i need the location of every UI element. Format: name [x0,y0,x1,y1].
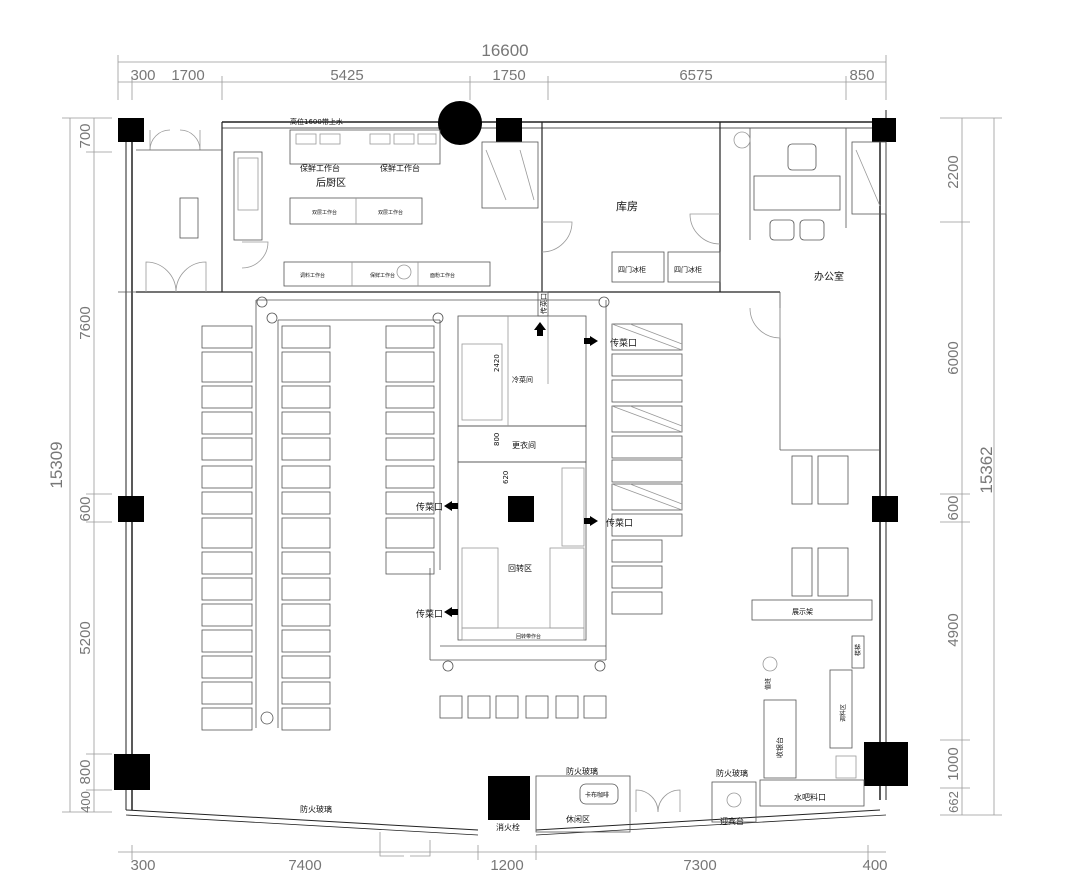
fire-glass-label-2: 防火玻璃 [716,768,748,778]
structural-columns [114,101,908,820]
left-partitions [118,149,222,293]
serve-window-label-2: 传菜口 [610,337,637,349]
column [508,496,534,522]
duty-label: 值班 [764,678,772,690]
prep-table-label-1: 保鲜工作台 [300,163,340,173]
dim-bottom-1: 300 [130,857,155,874]
front-table-1: 调料工作台 [300,272,325,279]
dim-top-6: 850 [849,67,874,84]
entry-doors [145,129,269,293]
round-column [438,101,482,145]
work-table-1: 双层工作台 [312,209,337,216]
bottom-dimension-chain: 300 7400 1200 7300 400 [118,845,888,874]
changing-room-label: 更衣间 [512,440,536,450]
dim-bottom-5: 400 [862,857,887,874]
dim-2420-label: 2420 [493,354,501,372]
serve-windows: 传菜口 传菜口 传菜口 传菜口 传菜口 [416,291,637,620]
cold-dish-room-label: 冷菜间 [512,375,533,384]
reception-desk-label: 迎宾台 [720,816,744,826]
dim-left-2: 7600 [77,306,94,339]
cashier-label: 收银台 [775,737,784,758]
column [118,118,144,142]
dim-right-4: 4900 [945,613,962,646]
storeroom-area: 库房 四门冰柜 四门冰柜 [481,141,721,283]
fire-glass-label-3: 防火玻璃 [300,804,332,814]
fire-hydrant-label: 消火栓 [496,822,520,832]
dim-top-3: 5425 [330,67,363,84]
fire-glass-label-1: 防火玻璃 [566,766,598,776]
top-dimension-chain: 16600 300 1700 5425 1750 6575 850 [117,41,887,100]
serve-window-label-5: 传菜口 [416,608,443,620]
serve-window-label-3: 传菜口 [416,501,443,513]
front-table-3: 面粉工作台 [430,272,455,279]
left-dimension-chain: 15309 700 7600 600 5200 800 400 [47,117,112,813]
column [872,496,898,522]
dim-top-5: 6575 [679,67,712,84]
dim-800-label: 800 [493,433,501,446]
dim-bottom-2: 7400 [288,857,321,874]
work-table-2: 双层工作台 [378,209,403,216]
dim-right-6: 662 [946,791,961,813]
column [496,118,522,142]
column [864,742,908,786]
display-shelf-label: 展示架 [792,608,813,616]
dim-right-3: 600 [945,495,962,520]
office-area: 办公室 [733,128,887,451]
dim-top-2: 1700 [171,67,204,84]
fire-hydrant-block [488,776,530,820]
dim-620-label: 620 [502,471,510,484]
dim-bottom-4: 7300 [683,857,716,874]
turnover-label: 回转带作台 [516,633,541,640]
sauce-area-label: 调料区 [839,704,847,722]
front-table-2: 保鲜工作台 [370,272,395,279]
dim-right-5: 1000 [945,747,962,780]
high-table-note: 高位1600带上水 [290,117,343,126]
dim-left-4: 5200 [77,621,94,654]
bar-area: 展示架 收银台 调料区 楼梯 水吧料口 值班 [751,599,873,807]
storeroom-label: 库房 [616,200,638,213]
dim-right-total: 15362 [977,446,996,493]
office-label: 办公室 [814,270,844,283]
rest-area-label: 休闲区 [566,814,590,824]
dim-left-3: 600 [77,496,94,521]
serve-window-label-1: 传菜口 [539,293,548,314]
dim-right-1: 2200 [945,155,962,188]
central-kitchen: 冷菜间 更衣间 回转区 2420 800 620 回转带作台 [429,300,607,719]
dining-seating-left [201,296,610,731]
dim-left-1: 700 [77,123,94,148]
column [872,118,896,142]
serve-window-label-4: 传菜口 [606,517,633,529]
coffee-label: 卡布咖啡 [585,791,609,799]
column [118,496,144,522]
column [114,754,150,790]
rotation-area-label: 回转区 [508,563,532,573]
dim-top-total: 16600 [481,41,528,60]
dim-top-1: 300 [130,67,155,84]
dining-seating-right [611,323,849,615]
water-bar-label: 水吧料口 [794,792,826,802]
entrance-area: 卡布咖啡 休闲区 防火玻璃 防火玻璃 防火玻璃 消火栓 迎宾台 [300,766,757,857]
fridge-label-1: 四门冰柜 [618,265,646,274]
fridge-label-2: 四门冰柜 [674,265,702,274]
right-dimension-chain: 15362 2200 6000 600 4900 1000 662 [940,117,1002,816]
dim-right-2: 6000 [945,341,962,374]
dim-bottom-3: 1200 [490,857,523,874]
dim-left-6: 400 [78,791,93,813]
stairs-label: 楼梯 [854,644,862,656]
dim-top-4: 1750 [492,67,525,84]
dim-left-total: 15309 [47,441,66,488]
back-kitchen-label: 后厨区 [316,177,346,189]
back-kitchen: 高位1600带上水 保鲜工作台 保鲜工作台 后厨区 双层工作台 双层工作台 调料… [179,117,491,287]
prep-table-label-2: 保鲜工作台 [380,163,420,173]
dim-left-5: 800 [77,759,94,784]
